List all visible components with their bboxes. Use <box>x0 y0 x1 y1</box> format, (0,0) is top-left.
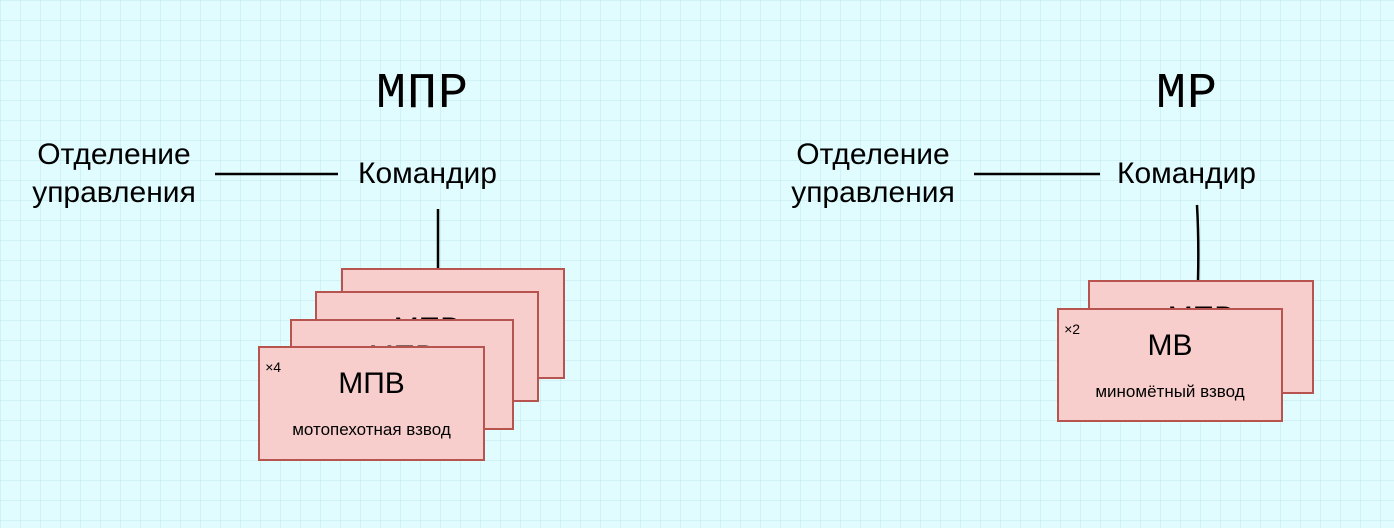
mr-command-link <box>1195 204 1200 282</box>
multiplier-sign: × <box>1064 321 1073 337</box>
mpr-title: МПР <box>376 66 470 123</box>
mr-control-section-label: Отделение управления <box>779 136 967 212</box>
mpr-commander-label: Командир <box>358 157 497 190</box>
mpr-platoon-multiplier: ×4 <box>265 359 281 375</box>
multiplier-count: 4 <box>273 359 281 375</box>
mr-title: МР <box>1156 66 1219 123</box>
mr-control-section-line-2: управления <box>791 176 955 209</box>
mr-platoon-card-abbr: МВ <box>1147 329 1193 362</box>
mpr-control-section-label: Отделение управления <box>20 136 208 212</box>
mpr-control-section-line-1: Отделение <box>37 138 191 171</box>
mr-control-section-line-1: Отделение <box>796 138 950 171</box>
mr-commander-label: Командир <box>1117 157 1256 190</box>
multiplier-sign: × <box>265 359 274 375</box>
mpr-platoon-card-abbr: МПВ <box>338 367 405 400</box>
multiplier-count: 2 <box>1072 321 1080 337</box>
mr-platoon-card-desc: миномётный взвод <box>1095 382 1245 401</box>
mpr-control-section-line-2: управления <box>32 176 196 209</box>
mpr-platoon-card[interactable]: ×4 МПВ мотопехотная взвод <box>258 346 485 461</box>
mpr-platoon-card-desc: мотопехотная взвод <box>292 420 451 439</box>
mr-platoon-multiplier: ×2 <box>1064 321 1080 337</box>
mr-platoon-card[interactable]: ×2 МВ миномётный взвод <box>1057 308 1283 422</box>
